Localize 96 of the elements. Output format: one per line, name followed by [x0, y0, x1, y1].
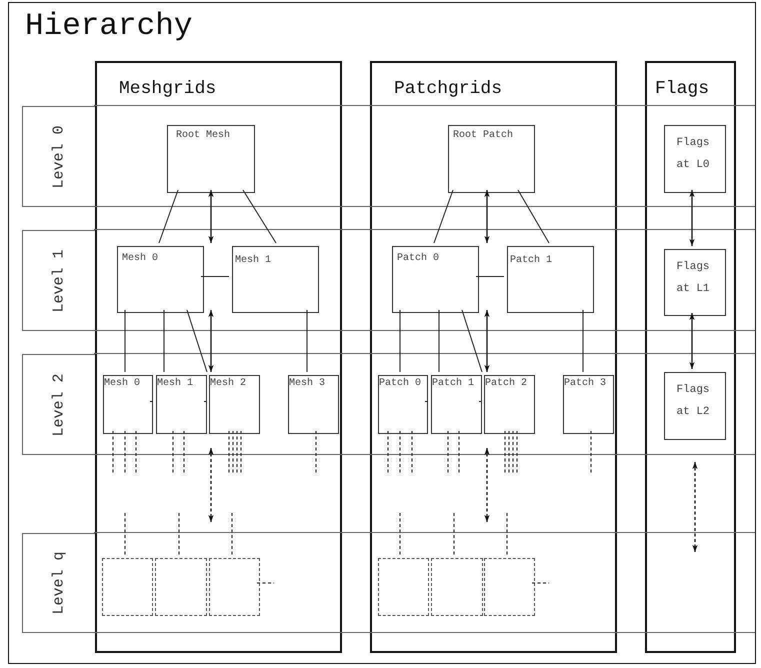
box-label: Patch 1 [510, 255, 552, 266]
box-label: Mesh 3 [289, 378, 326, 389]
dotted-line [532, 582, 550, 584]
connector-line [582, 310, 584, 372]
frame-label: Hierarchy [25, 9, 192, 44]
connector-line [424, 401, 428, 402]
grid-box [448, 125, 535, 193]
dotted-line [124, 430, 126, 474]
box-label: Mesh 0 [104, 378, 140, 389]
dotted-line [236, 430, 238, 474]
dotted-line [516, 430, 518, 474]
level-band [22, 533, 95, 633]
connector-line [478, 401, 482, 402]
double-arrow [689, 313, 695, 369]
box-label: Mesh 0 [122, 253, 158, 264]
dotted-line [172, 430, 174, 474]
dotted-line [124, 512, 126, 556]
grid-box [209, 375, 260, 434]
connector-line [242, 190, 276, 244]
dotted-line [504, 430, 506, 474]
level-label: Level 1 [50, 249, 68, 312]
connector-line [204, 401, 206, 402]
box-label: Mesh 2 [210, 378, 246, 389]
flags-box [664, 372, 726, 440]
box-label: Mesh 1 [235, 255, 272, 266]
box-label: Patch 2 [485, 378, 528, 389]
level-label: Level 2 [50, 373, 68, 436]
grid-box [156, 375, 207, 434]
column-title: Patchgrids [394, 79, 502, 99]
box-label: Flags at L2 [676, 383, 711, 420]
connector-line [200, 276, 230, 277]
dotted-line [228, 430, 230, 474]
connector-line [462, 310, 482, 372]
grid-box [117, 246, 204, 313]
dashed-box [431, 558, 483, 616]
dashed-box [484, 558, 535, 616]
dotted-line [178, 512, 180, 556]
grid-box [232, 246, 319, 313]
dotted-line [512, 430, 514, 474]
dashed-box [155, 558, 207, 616]
dotted-line [508, 430, 510, 474]
level-band [22, 230, 95, 331]
grid-box [167, 125, 255, 193]
grid-box [507, 246, 594, 313]
box-label: Patch 0 [397, 253, 440, 264]
column-panel [370, 61, 617, 653]
box-label: Root Mesh [176, 130, 230, 141]
box-label: Patch 0 [379, 378, 422, 389]
connector-line [158, 190, 178, 244]
frame-border [8, 2, 756, 664]
box-label: Patch 1 [432, 378, 474, 389]
dashed-box [209, 558, 260, 616]
flags-box [664, 249, 726, 316]
grid-box [288, 375, 339, 434]
level-band [22, 354, 95, 455]
connector-line [124, 310, 126, 372]
box-label: Root Patch [453, 130, 514, 141]
column-title: Flags [655, 79, 710, 99]
grid-box [378, 375, 428, 434]
level-label: Level 0 [50, 125, 68, 188]
dotted-line [458, 430, 460, 474]
column-panel [95, 61, 342, 653]
connector-line [306, 310, 308, 372]
grid-box [103, 375, 153, 434]
dotted-line [112, 430, 114, 474]
dotted-line [590, 430, 592, 474]
dashed-box [102, 558, 153, 616]
double-arrow [484, 310, 490, 372]
level-band [22, 106, 95, 207]
dotted-line [506, 512, 508, 556]
connector-line [476, 276, 504, 277]
column-title: Meshgrids [119, 79, 216, 99]
grid-box [431, 375, 482, 434]
grid-box [484, 375, 535, 434]
box-label: Flags at L0 [676, 136, 711, 173]
flags-box [664, 125, 726, 193]
dotted-line [232, 430, 234, 474]
grid-box [392, 246, 479, 313]
connector-line [518, 190, 550, 244]
level-label: Level q [50, 552, 68, 614]
column-panel [645, 61, 736, 653]
double-arrow [689, 190, 695, 246]
double-arrow [208, 310, 214, 372]
connector-line [438, 310, 440, 372]
grid-box [563, 375, 614, 434]
dotted-line [240, 430, 242, 474]
connector-line [434, 190, 454, 244]
double-arrow [484, 190, 490, 243]
connector-line [150, 401, 154, 402]
dotted-line [256, 582, 274, 584]
box-label: Mesh 1 [157, 378, 194, 389]
connector-line [186, 310, 208, 372]
box-label: Flags at L1 [676, 260, 711, 297]
double-arrow [208, 190, 214, 243]
dashed-box [378, 558, 429, 616]
box-label: Patch 3 [564, 378, 606, 389]
